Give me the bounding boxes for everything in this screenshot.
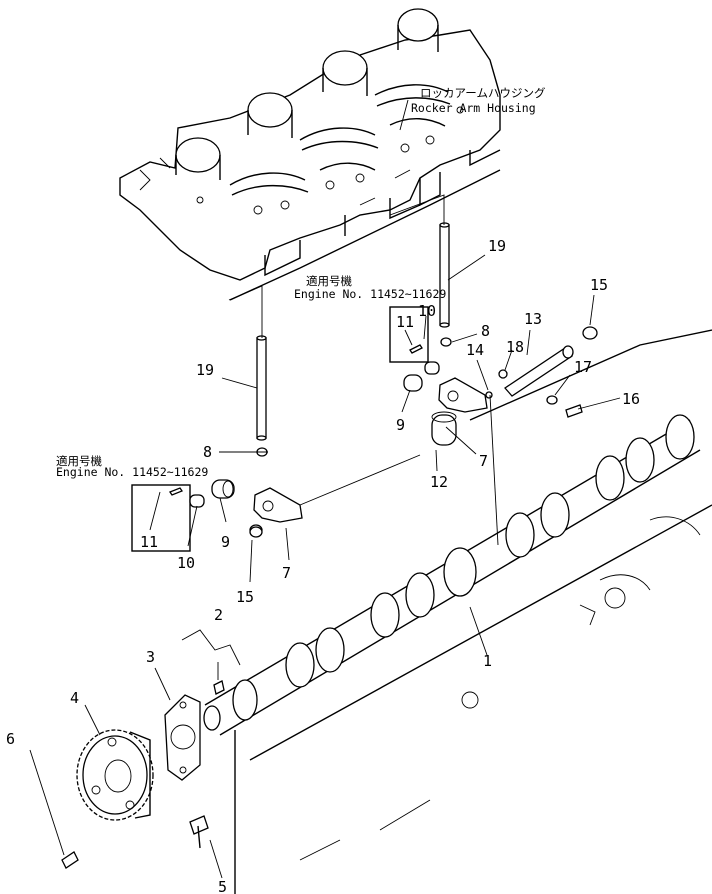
engine-applicability-jp-top: 適用号機 [306, 274, 352, 288]
callout-11-right: 11 [396, 313, 414, 331]
callout-7-left: 7 [282, 564, 291, 582]
camshaft-1 [203, 414, 701, 736]
callout-14: 14 [466, 341, 484, 359]
cap-8-right [440, 337, 452, 347]
callout-18: 18 [506, 338, 524, 356]
callout-4: 4 [70, 689, 79, 707]
callout-8-left: 8 [203, 443, 212, 461]
cam-gear-4 [76, 729, 154, 821]
housing-label-en: Rocker Arm Housing [411, 101, 536, 115]
callout-15-left: 15 [236, 588, 254, 606]
callout-3: 3 [146, 648, 155, 666]
callout-1: 1 [483, 652, 492, 670]
callout-16: 16 [622, 390, 640, 408]
callout-19-right: 19 [488, 237, 506, 255]
leader-lines [29, 99, 621, 879]
engine-applicability-jp-left: 適用号機 [56, 454, 102, 468]
callout-2: 2 [214, 606, 223, 624]
push-rod-19-left [256, 335, 267, 441]
callout-10-left: 10 [177, 554, 195, 572]
callout-9-right: 9 [396, 416, 405, 434]
cylinder-block-drawing [181, 329, 712, 894]
key-2 [213, 680, 225, 695]
thrust-plate-3 [164, 694, 201, 781]
callout-12: 12 [430, 473, 448, 491]
callout-8-right: 8 [481, 322, 490, 340]
engine-number-label-top: Engine No. 11452~11629 [294, 287, 446, 301]
callout-10-right: 10 [418, 302, 436, 320]
bolt-5 [189, 815, 209, 849]
callout-9-left: 9 [221, 533, 230, 551]
housing-label-jp: ロッカアームハウジング [420, 86, 546, 100]
tappet-group-right [389, 306, 598, 446]
callout-15-right: 15 [590, 276, 608, 294]
bolt-6 [61, 851, 79, 869]
callout-5: 5 [218, 878, 227, 894]
callout-7-right: 7 [479, 452, 488, 470]
engine-number-label-left: Engine No. 11452~11629 [56, 465, 208, 479]
callout-11-left: 11 [140, 533, 158, 551]
callout-6: 6 [6, 730, 15, 748]
callout-17: 17 [574, 358, 592, 376]
push-rod-19-right [439, 222, 450, 328]
washer-15-left [249, 526, 263, 538]
rocker-arm-housing-drawing [119, 8, 501, 301]
callout-13: 13 [524, 310, 542, 328]
callout-19-left: 19 [196, 361, 214, 379]
